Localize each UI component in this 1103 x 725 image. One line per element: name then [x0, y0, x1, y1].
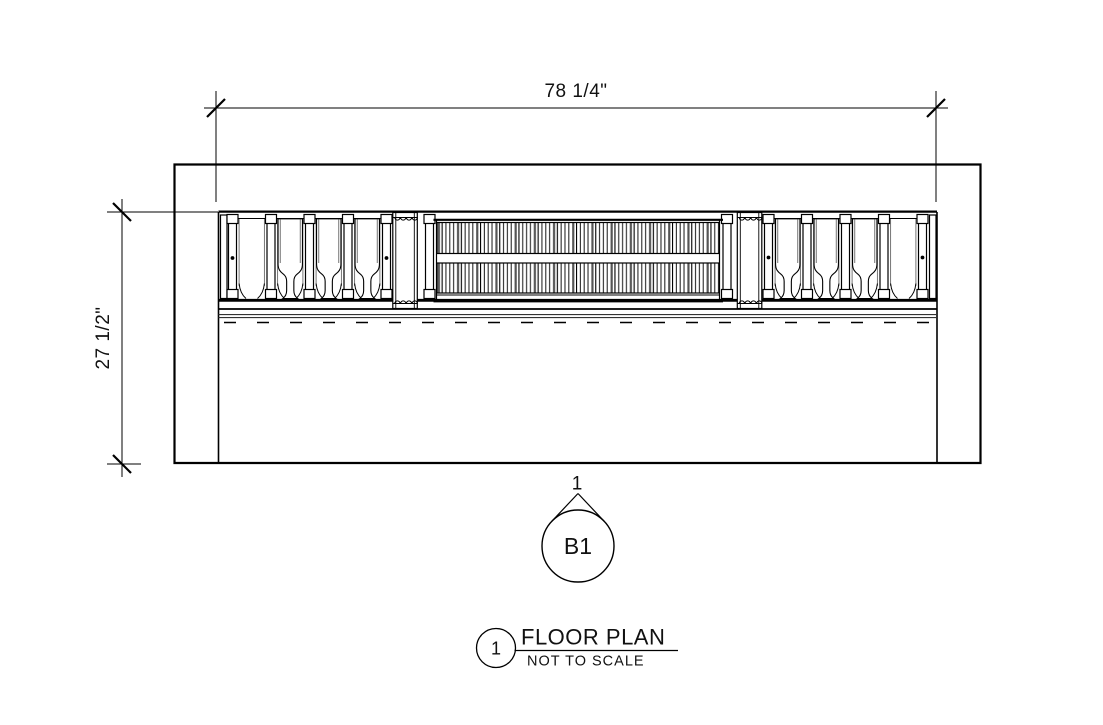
- left-chair-storage: [226, 213, 393, 300]
- callout-reference-number: 1: [572, 474, 583, 495]
- dimension-tick: [112, 202, 132, 222]
- center-slatted-section: [423, 213, 734, 303]
- callout-label: B1: [564, 533, 592, 559]
- dimension-tick: [112, 454, 132, 474]
- casework-plan: [218, 210, 937, 324]
- title-block: 1 FLOOR PLAN NOT TO SCALE: [475, 625, 678, 670]
- dimension-tick: [206, 98, 226, 118]
- right-chair-storage: [762, 213, 929, 300]
- view-number: 1: [491, 639, 501, 659]
- left-end-panel: [219, 214, 228, 300]
- right-end-panel: [928, 214, 937, 300]
- width-dimension-text: 78 1/4": [544, 81, 607, 102]
- detail-callout-bubble: 1 B1: [541, 474, 615, 583]
- wall-outline: [173, 163, 982, 465]
- depth-dimension-text: 27 1/2": [93, 306, 114, 369]
- width-dimension: 78 1/4": [204, 81, 948, 202]
- scale-note: NOT TO SCALE: [527, 654, 645, 670]
- depth-dimension: 27 1/2": [93, 199, 218, 477]
- right-hinge-panel: [736, 211, 763, 310]
- dimension-tick: [926, 98, 946, 118]
- view-title: FLOOR PLAN: [521, 625, 665, 650]
- left-hinge-panel: [392, 211, 418, 310]
